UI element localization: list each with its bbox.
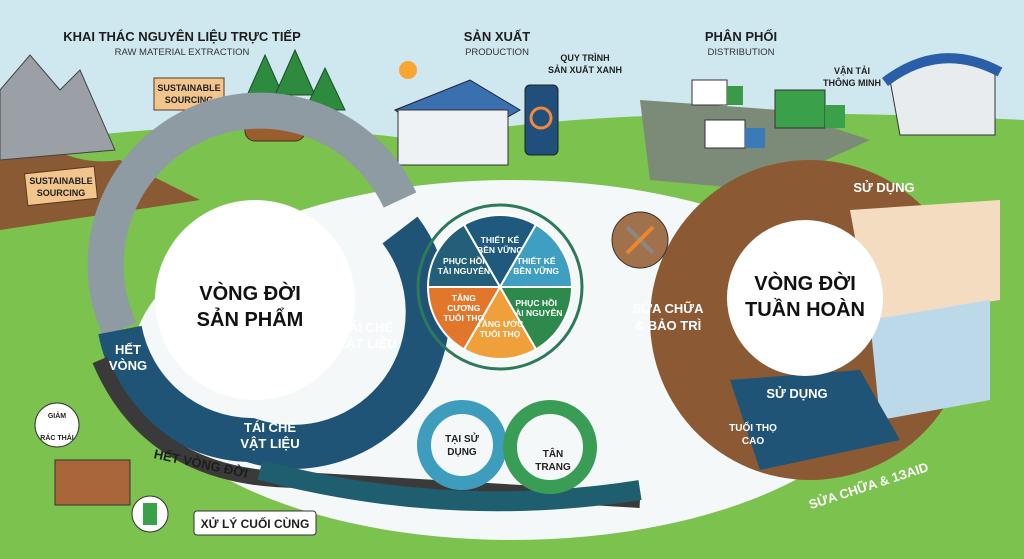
wheel-segment-label: THIẾT KẾ: [517, 256, 556, 266]
circular-lifecycle-ring: [650, 160, 1000, 480]
svg-text:SỬA CHỮA: SỬA CHỮA: [633, 301, 705, 316]
wheel-segment-label: TUỔI THỌ: [480, 328, 521, 339]
sustainable-sourcing-sign: SUSTAINABLE SOURCING: [23, 165, 99, 207]
wheel-segment: [426, 223, 502, 288]
extraction-subtitle: RAW MATERIAL EXTRACTION: [115, 47, 250, 58]
wheel-segment: [426, 286, 502, 351]
svg-text:VÒNG ĐỜI: VÒNG ĐỜI: [199, 281, 301, 305]
svg-text:TUỔI THỌ: TUỔI THỌ: [729, 421, 777, 434]
svg-text:TUẦN HOÀN: TUẦN HOÀN: [745, 298, 865, 321]
svg-text:TRANG: TRANG: [535, 462, 571, 473]
rock-mountain-icon: [0, 54, 116, 161]
svg-text:QUY TRÌNH: QUY TRÌNH: [560, 53, 609, 63]
reduce-waste-badge: GIẢM RÁC THẢI: [34, 402, 80, 448]
svg-text:TÂN: TÂN: [543, 447, 564, 460]
svg-text:SOURCING: SOURCING: [37, 188, 86, 198]
svg-text:SẢN XUẤT XANH: SẢN XUẤT XANH: [548, 64, 622, 75]
svg-text:SẢN PHẨM: SẢN PHẨM: [197, 308, 304, 331]
svg-text:HẾT: HẾT: [115, 342, 141, 357]
production-title: SẢN XUẤT: [464, 29, 531, 44]
tools-icon: [611, 211, 669, 269]
wheel-segment-label: TĂNG ƯỚC: [477, 318, 524, 329]
wheel-segment-label: BỀN VỮNG: [513, 266, 559, 276]
wheel-segment-label: TUỔI THỌ: [444, 312, 485, 323]
wheel-segment: [462, 214, 538, 290]
wheel-segment-label: THIẾT KẾ: [481, 235, 520, 245]
svg-text:XỬ LÝ CUỐI CÙNG: XỬ LÝ CUỐI CÙNG: [201, 516, 310, 531]
wheel-segment: [498, 286, 574, 351]
svg-text:TÁI CHẾ: TÁI CHẾ: [244, 420, 296, 435]
battery-icon: [131, 495, 169, 533]
refurbish-loop: TÂN TRANG: [503, 400, 597, 494]
svg-text:SOURCING: SOURCING: [165, 95, 214, 105]
svg-text:VẬT LIỆU: VẬT LIỆU: [337, 336, 396, 351]
svg-text:VÒNG ĐỜI: VÒNG ĐỜI: [754, 271, 856, 295]
truck-icon: [691, 79, 845, 149]
wheel-segment-label: TÀI NGUYÊN: [438, 265, 490, 276]
svg-text:VÒNG: VÒNG: [109, 358, 147, 373]
warehouse-icon: [881, 53, 1003, 136]
extraction-title: KHAI THÁC NGUYÊN LIỆU TRỰC TIẾP: [63, 29, 301, 44]
smartphone-icon: [524, 84, 559, 156]
svg-text:VẬT LIỆU: VẬT LIỆU: [240, 436, 299, 451]
svg-text:GIẢM: GIẢM: [48, 411, 66, 420]
reuse-loop: TẠI SỬ DỤNG: [417, 400, 507, 490]
svg-text:TÁI CHẾ: TÁI CHẾ: [341, 320, 393, 335]
waste-bin-icon: [54, 459, 131, 506]
final-disposal-box: XỬ LÝ CUỐI CÙNG: [193, 510, 317, 536]
distribution-subtitle: DISTRIBUTION: [707, 47, 774, 58]
wheel-segment-label: CƯƠNG: [447, 303, 481, 313]
wheel-segment: [462, 284, 538, 360]
wheel-segment-label: PHỤC HỒI: [443, 255, 485, 266]
factory-icon: [393, 61, 521, 166]
svg-text:SUSTAINABLE: SUSTAINABLE: [157, 83, 220, 93]
svg-text:SUSTAINABLE: SUSTAINABLE: [29, 176, 92, 186]
svg-text:SỬ DỤNG: SỬ DỤNG: [853, 180, 914, 195]
wheel-segment-label: TĂNG: [452, 293, 476, 303]
wheel-segment-label: TÀI NGUYÊN: [510, 307, 562, 318]
svg-text:SỬ DỤNG: SỬ DỤNG: [766, 386, 827, 401]
svg-text:& BẢO TRÌ: & BẢO TRÌ: [635, 318, 701, 333]
sun-icon: [399, 61, 417, 79]
wheel-segment-label: BỀN VỮNG: [477, 245, 523, 255]
wheel-segment: [498, 223, 574, 288]
svg-text:THÔNG MINH: THÔNG MINH: [823, 77, 881, 88]
svg-text:TẠI SỬ: TẠI SỬ: [445, 432, 480, 445]
svg-text:RÁC THẢI: RÁC THẢI: [40, 433, 73, 442]
product-lifecycle-ring: [87, 92, 642, 512]
wheel-arrow-ring: [416, 203, 584, 371]
svg-text:CAO: CAO: [742, 436, 764, 447]
distribution-title: PHÂN PHỐI: [705, 29, 777, 44]
svg-text:DỤNG: DỤNG: [447, 447, 477, 458]
wheel-segment-label: PHỤC HỒI: [515, 297, 557, 308]
production-subtitle: PRODUCTION: [465, 47, 529, 58]
svg-text:VẬN TẢI: VẬN TẢI: [834, 65, 870, 76]
